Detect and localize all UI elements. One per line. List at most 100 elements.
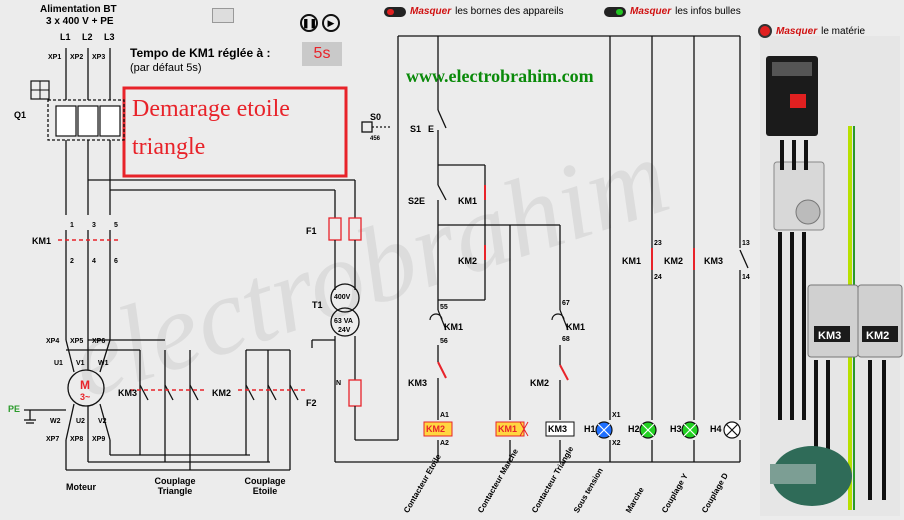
control-circuit	[311, 35, 749, 463]
km1-hold-label: KM1	[458, 196, 478, 206]
coil-km1-label: KM1	[498, 424, 518, 434]
h3-label: H3	[670, 424, 682, 434]
coil-boxes	[423, 421, 525, 437]
website-link[interactable]: www.electrobrahim.com	[406, 66, 594, 86]
toggle-bornes-hl: Masquer	[410, 6, 452, 17]
s1-label: S1	[410, 124, 422, 134]
f1-label: F1	[306, 226, 317, 236]
xp5-label: XP5	[70, 338, 84, 345]
power-circuit	[24, 48, 356, 471]
km2-power-label: KM2	[212, 388, 232, 398]
play-button[interactable]: ▶	[322, 14, 340, 32]
km1-timer-label: KM1	[444, 322, 464, 332]
label-moteur: Moteur	[66, 482, 96, 492]
l3-label: L3	[104, 32, 115, 42]
xp2-label: XP2	[70, 54, 84, 61]
t55: 55	[440, 304, 448, 311]
tr-va: 63 VA	[334, 318, 353, 325]
tempo-value-input[interactable]: 5s	[302, 42, 342, 66]
h2-label: H2	[628, 424, 640, 434]
km3-coil-box	[545, 421, 575, 437]
km1-t6: 6	[114, 258, 118, 265]
t24: 24	[654, 274, 662, 281]
toggle-switch-icon[interactable]	[604, 6, 626, 17]
lamps	[595, 421, 741, 439]
t56: 56	[440, 338, 448, 345]
tr-primary: 400V	[334, 294, 351, 301]
supply-title: Alimentation BT	[40, 4, 117, 15]
material-panel	[760, 36, 903, 516]
u2-label: U2	[76, 418, 85, 425]
km2-ctl-label: KM2	[530, 378, 550, 388]
a2-label: A2	[440, 440, 449, 447]
title-line2: triangle	[132, 134, 206, 160]
coil-km2-label: KM2	[426, 424, 446, 434]
xp7-label: XP7	[46, 436, 60, 443]
km3-power-label: KM3	[118, 388, 138, 398]
t68: 68	[562, 336, 570, 343]
xp9-label: XP9	[92, 436, 106, 443]
material-km3: KM3	[818, 330, 842, 342]
motor-phase: 3~	[80, 392, 91, 402]
pause-button[interactable]: ❚❚	[300, 14, 318, 32]
h4-label: H4	[710, 424, 722, 434]
toggle-infos-label: les infos bulles	[675, 6, 741, 17]
pe-label: PE	[8, 404, 21, 414]
s2e-label: S2E	[408, 196, 426, 206]
km1-t5: 5	[114, 222, 118, 229]
s0-code: 456	[370, 136, 381, 142]
record-icon[interactable]	[758, 24, 772, 38]
xp1-label: XP1	[48, 54, 62, 61]
label-couplage-triangle: Couplage Triangle	[154, 476, 196, 496]
tr-secondary: 24V	[338, 327, 351, 334]
l1-label: L1	[60, 32, 71, 42]
xp3-label: XP3	[92, 54, 106, 61]
a1-label: A1	[440, 412, 449, 419]
xp8-label: XP8	[70, 436, 84, 443]
material-km2: KM2	[866, 330, 890, 342]
km2-lamp-label: KM2	[664, 256, 684, 266]
v2-label: V2	[98, 418, 107, 425]
coil-km3-label: KM3	[548, 424, 568, 434]
km2-interlock-label: KM2	[458, 256, 478, 266]
timed-contacts	[429, 309, 569, 331]
toggle-bornes[interactable]: Masquer les bornes des appareils	[384, 6, 564, 17]
km1-power-label: KM1	[32, 236, 52, 246]
xp4-label: XP4	[46, 338, 60, 345]
q1-breakers	[55, 105, 121, 137]
toggle-switch-icon[interactable]	[384, 6, 406, 17]
km3-lamp-label: KM3	[704, 256, 724, 266]
t14: 14	[742, 274, 750, 281]
km1-t3: 3	[92, 222, 96, 229]
t67: 67	[562, 300, 570, 307]
v1-label: V1	[76, 360, 85, 367]
h1-label: H1	[584, 424, 596, 434]
km1-lamp-label: KM1	[622, 256, 642, 266]
t1-label: T1	[312, 300, 323, 310]
l2-label: L2	[82, 32, 93, 42]
q1-label: Q1	[14, 110, 27, 120]
km1-timer2-label: KM1	[566, 322, 586, 332]
motor-m: M	[80, 378, 90, 392]
x1-label: X1	[612, 412, 621, 419]
tempo-label: Tempo de KM1 réglée à :	[130, 46, 271, 60]
u1-label: U1	[54, 360, 63, 367]
t23: 23	[654, 240, 662, 247]
title-line1: Demarage etoile	[132, 96, 290, 122]
f2-label: F2	[306, 398, 317, 408]
n-label: N	[336, 380, 342, 387]
toolbar-toggle-icon[interactable]	[212, 8, 234, 23]
toggle-infos[interactable]: Masquer les infos bulles	[604, 6, 741, 17]
w1-label: W1	[98, 360, 109, 367]
e-label: E	[428, 124, 435, 134]
km1-t2: 2	[70, 258, 74, 265]
t13: 13	[742, 240, 750, 247]
red-contacts	[437, 185, 695, 381]
w2-label: W2	[50, 418, 61, 425]
s0-label: S0	[370, 112, 382, 122]
toggle-materiel-hl: Masquer	[776, 25, 818, 37]
xp6-label: XP6	[92, 338, 106, 345]
toggle-materiel[interactable]: Masquer le matérie	[758, 24, 865, 38]
km3-ctl-label: KM3	[408, 378, 428, 388]
